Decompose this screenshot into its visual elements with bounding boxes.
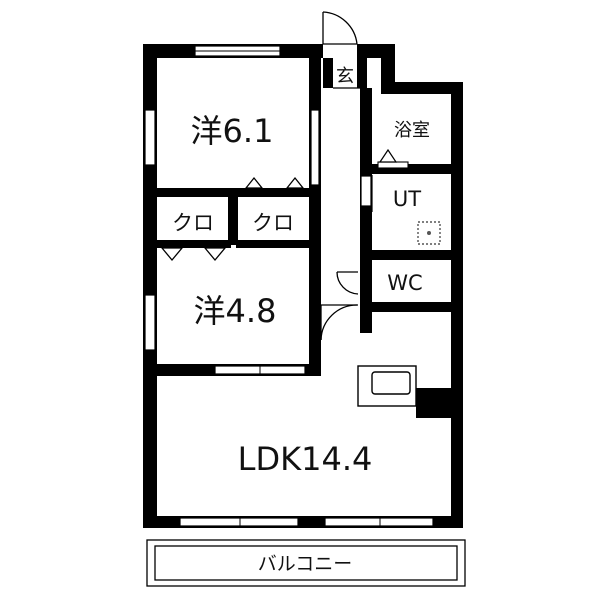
room-label-western-1: 洋6.1 xyxy=(191,112,274,150)
room1-partition xyxy=(310,109,320,186)
windows xyxy=(144,45,434,527)
room-label-western-2: 洋4.8 xyxy=(194,292,277,330)
washer-pan xyxy=(417,221,441,245)
room-label-ldk: LDK14.4 xyxy=(238,440,373,478)
room2-door xyxy=(320,304,358,341)
room-label-utility: UT xyxy=(393,187,421,211)
bath-door-marker xyxy=(378,148,398,163)
hall-lines xyxy=(333,87,373,212)
room-label-bath: 浴室 xyxy=(394,120,430,141)
balcony xyxy=(146,539,466,587)
balcony-label: バルコニー xyxy=(258,553,353,575)
room-label-closet-1: クロ xyxy=(172,211,214,235)
room-label-closet-2: クロ xyxy=(252,211,294,235)
room-label-toilet: WC xyxy=(387,271,422,295)
closet-door-markers xyxy=(160,176,305,262)
room-label-entrance: 玄 xyxy=(336,66,354,87)
bath-door xyxy=(377,161,409,169)
wc-door xyxy=(336,271,359,295)
entrance-door xyxy=(322,11,358,45)
kitchen-counter xyxy=(357,365,417,407)
ut-opening xyxy=(360,175,372,207)
